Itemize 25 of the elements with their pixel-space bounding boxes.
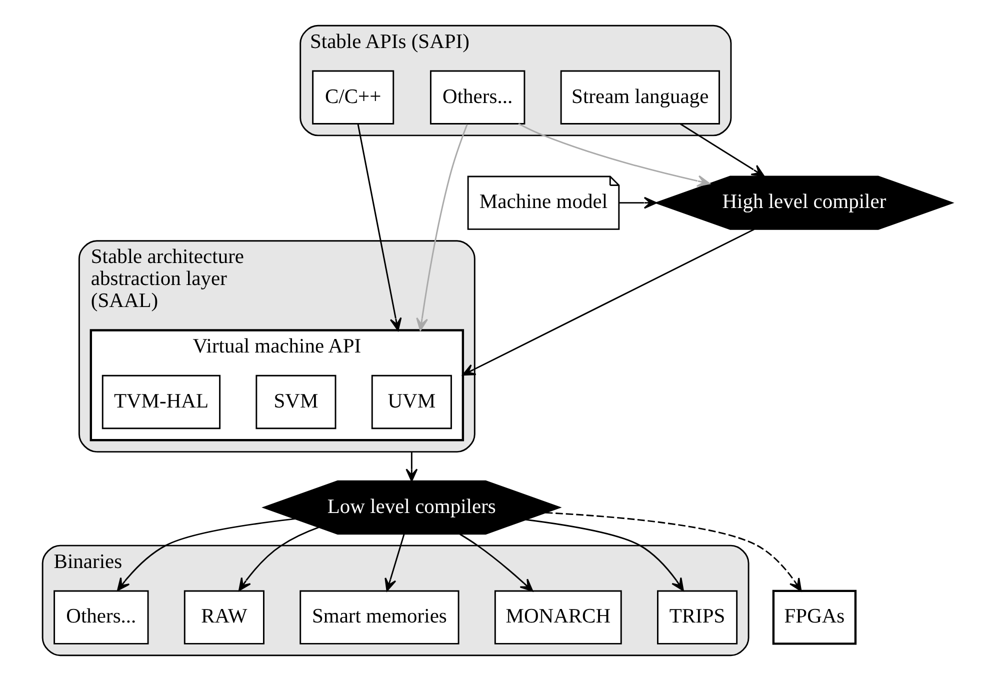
node-box: MONARCH (494, 590, 622, 644)
node-box: TVM-HAL (101, 374, 220, 430)
arrow (544, 512, 802, 592)
arrow (238, 526, 319, 592)
arrow (525, 518, 684, 592)
node-box: Smart memories (299, 590, 459, 644)
node-box: Others... (53, 590, 148, 644)
arrow (459, 534, 533, 592)
arrow (462, 228, 754, 376)
node-box: SVM (255, 374, 336, 430)
arrow (518, 123, 710, 187)
node-box: FPGAs (772, 590, 856, 645)
node-box: UVM (370, 374, 452, 430)
arrow (416, 124, 468, 331)
arrow (679, 123, 764, 177)
arrow (384, 534, 404, 592)
node-box: Stream language (560, 70, 720, 124)
node-box: C/C++ (312, 70, 394, 124)
arrow (618, 196, 656, 209)
node-box: TRIPS (656, 590, 738, 644)
node-box: Others... (429, 70, 525, 124)
arrow (116, 518, 295, 591)
arrow (405, 452, 418, 482)
node-box: RAW (183, 590, 264, 644)
arrow (356, 124, 402, 331)
